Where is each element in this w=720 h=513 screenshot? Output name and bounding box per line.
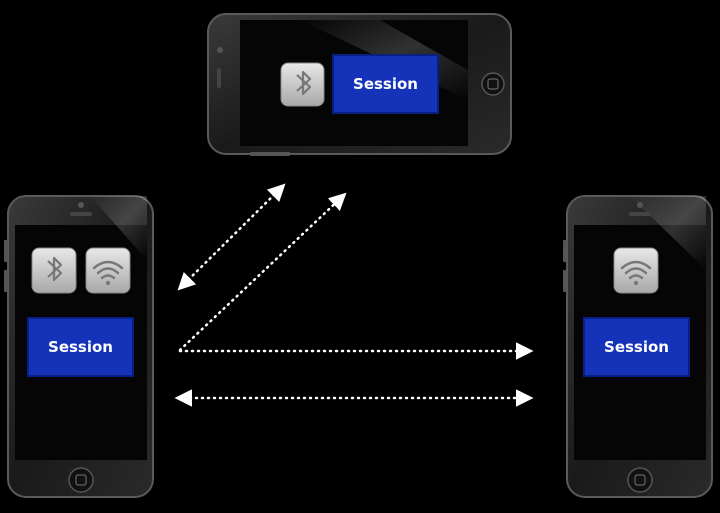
camera-icon	[78, 202, 84, 208]
wifi-icon	[85, 247, 131, 294]
connections	[174, 183, 534, 407]
speaker-grille	[629, 212, 651, 216]
camera-icon	[217, 47, 223, 53]
session-label: Session	[604, 338, 669, 356]
session-button: Session	[27, 317, 134, 377]
bluetooth-icon	[280, 62, 325, 107]
side-buttons	[4, 240, 8, 262]
session-button: Session	[583, 317, 690, 377]
side-buttons	[563, 240, 567, 262]
bluetooth-icon	[31, 247, 77, 294]
phone-right: Session	[563, 195, 713, 498]
session-label: Session	[48, 338, 113, 356]
connection-left-top-oneway	[178, 192, 347, 352]
speaker-grille	[70, 212, 92, 216]
session-button: Session	[332, 54, 439, 114]
phone-left: Session	[4, 195, 154, 498]
camera-icon	[637, 202, 643, 208]
home-button-icon	[68, 467, 94, 493]
home-button-icon	[627, 467, 653, 493]
volume-buttons	[250, 152, 290, 156]
phone-top: Session	[207, 13, 512, 156]
wifi-icon	[613, 247, 659, 294]
home-button-icon	[481, 72, 505, 96]
speaker-grille	[217, 68, 221, 88]
screen-glare	[90, 196, 147, 260]
session-label: Session	[353, 75, 418, 93]
connection-left-top-bidirectional	[177, 183, 286, 291]
